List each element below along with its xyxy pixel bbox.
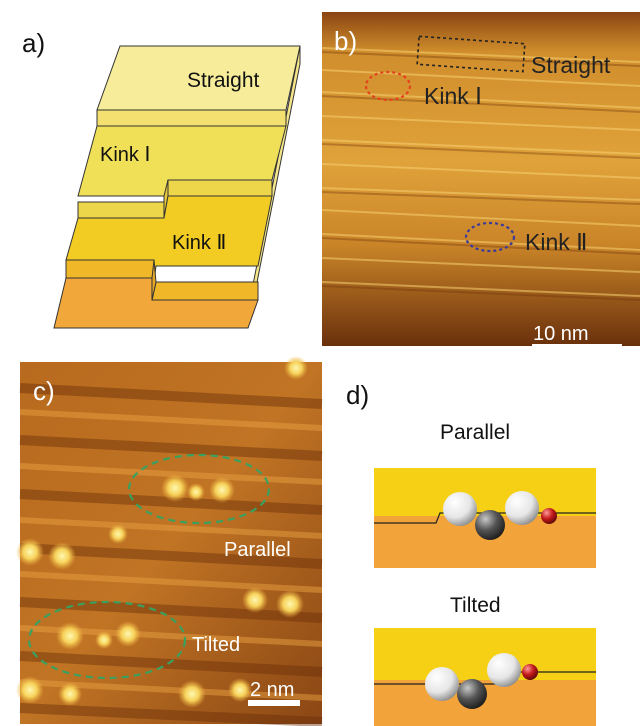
c-label-tilted: Tilted: [192, 634, 240, 656]
straight-marker: [416, 35, 526, 73]
kink1-marker: [364, 70, 412, 102]
tilted-white-atom-1: [425, 667, 459, 701]
parallel-white-atom-1: [443, 492, 477, 526]
panel-a: a) Straight Kink Ⅰ Kink Ⅱ: [22, 28, 301, 329]
d-label-parallel: Parallel: [440, 421, 510, 444]
panel-c: c) Parallel Tilted 2 nm: [16, 356, 323, 726]
panel-d-label: d): [346, 380, 369, 410]
panel-a-label: a): [22, 28, 45, 58]
parallel-red-atom: [541, 508, 557, 524]
kink2-marker: [464, 221, 516, 253]
stm-image-b: [322, 12, 640, 346]
parallel-dark-atom: [475, 510, 505, 540]
kink2-lower-front: [65, 259, 155, 279]
kink2-upper-front: [151, 281, 259, 301]
parallel-white-atom-2: [505, 491, 539, 525]
label-kink2: Kink Ⅱ: [172, 232, 226, 254]
step-lines-b: [321, 47, 641, 297]
c-scale-bar: [248, 700, 300, 706]
tilted-upper-terrace: [374, 628, 596, 680]
panel-b: b) Straight Kink Ⅰ Kink Ⅱ 10 nm: [321, 12, 641, 350]
step-straight-front: [96, 109, 287, 127]
kink1-upper-front: [167, 179, 273, 197]
c-label-parallel: Parallel: [224, 539, 291, 561]
b-label-straight: Straight: [531, 52, 611, 78]
dark-bands-c: [19, 383, 323, 726]
tilted-dark-atom: [457, 679, 487, 709]
tilted-ellipse: [27, 600, 187, 680]
label-straight: Straight: [187, 69, 260, 92]
panel-c-label: c): [33, 376, 55, 406]
b-scale-bar: [532, 344, 622, 350]
c-scale-label: 2 nm: [250, 679, 294, 701]
step-shadows-b: [321, 51, 641, 301]
panel-d: d) Parallel Tilted: [346, 380, 596, 726]
b-scale-label: 10 nm: [533, 323, 589, 345]
terrace-bottom: [53, 277, 259, 329]
kink1-lower-front: [77, 201, 165, 219]
adsorbates-c: [16, 356, 308, 708]
b-label-kink1: Kink Ⅰ: [424, 83, 482, 109]
parallel-upper-terrace: [374, 468, 596, 516]
panel-b-label: b): [334, 26, 357, 56]
label-kink1: Kink Ⅰ: [100, 144, 150, 166]
b-label-kink2: Kink Ⅱ: [525, 229, 587, 255]
d-label-tilted: Tilted: [450, 594, 501, 617]
tilted-white-atom-2: [487, 653, 521, 687]
parallel-ellipse: [127, 453, 271, 525]
tilted-red-atom: [522, 664, 538, 680]
